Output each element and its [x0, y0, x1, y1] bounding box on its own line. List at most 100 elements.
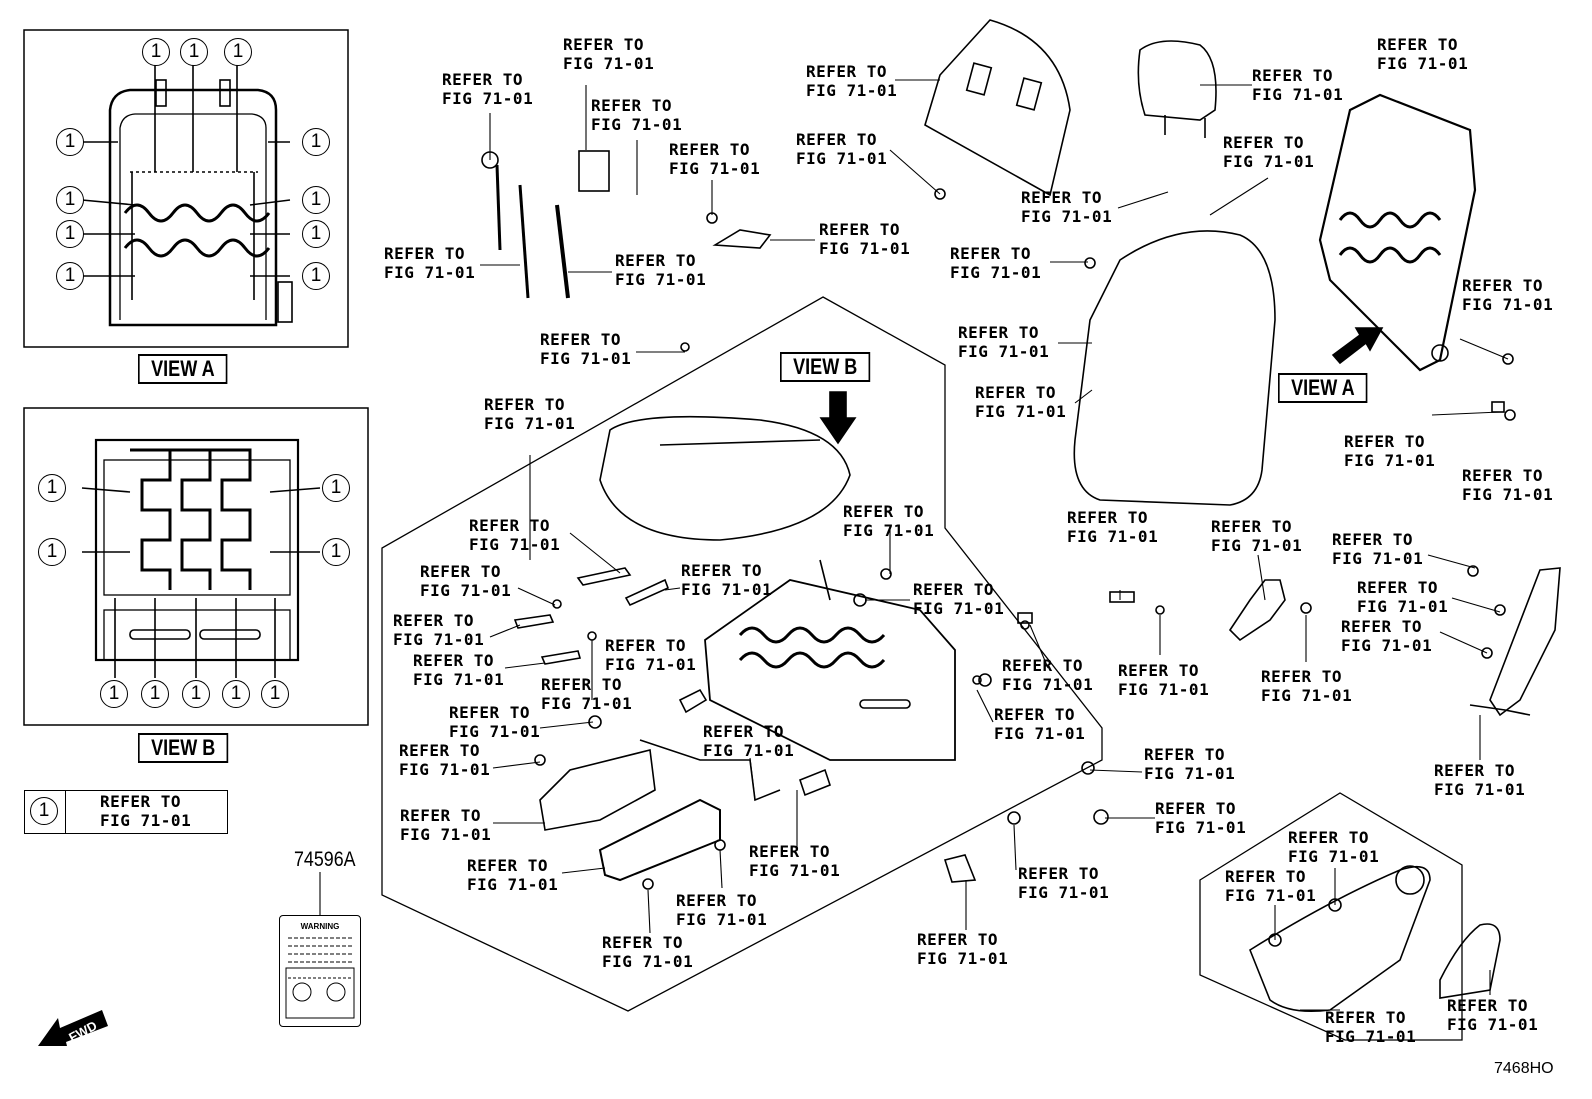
- callout: REFER TO FIG 71-01: [605, 636, 697, 674]
- ref-marker: 1: [302, 262, 330, 290]
- ref-marker: 1: [302, 186, 330, 214]
- seat-back-frame: [1318, 93, 1477, 372]
- callout: REFER TO FIG 71-01: [1223, 133, 1315, 171]
- view-a-inset: [23, 29, 349, 348]
- callout: REFER TO FIG 71-01: [1021, 188, 1113, 226]
- warning-label: WARNING: [279, 915, 361, 1027]
- seat-cushion-frame: [704, 559, 956, 761]
- callout: REFER TO FIG 71-01: [393, 611, 485, 649]
- ref-marker: 1: [261, 680, 289, 708]
- callout: REFER TO FIG 71-01: [469, 516, 561, 554]
- callout: REFER TO FIG 71-01: [819, 220, 911, 258]
- callout: REFER TO FIG 71-01: [1118, 661, 1210, 699]
- callout: REFER TO FIG 71-01: [1144, 745, 1236, 783]
- ref-marker: 1: [100, 680, 128, 708]
- callout: REFER TO FIG 71-01: [484, 395, 576, 433]
- ref-marker: 1: [180, 38, 208, 66]
- callout: REFER TO FIG 71-01: [591, 96, 683, 134]
- legend-marker: 1: [30, 797, 58, 825]
- ref-marker: 1: [182, 680, 210, 708]
- callout: REFER TO FIG 71-01: [913, 580, 1005, 618]
- callout: REFER TO FIG 71-01: [1341, 617, 1433, 655]
- ref-marker: 1: [224, 38, 252, 66]
- callout: REFER TO FIG 71-01: [541, 675, 633, 713]
- callout: REFER TO FIG 71-01: [975, 383, 1067, 421]
- callout: REFER TO FIG 71-01: [1225, 867, 1317, 905]
- callout: REFER TO FIG 71-01: [1357, 578, 1449, 616]
- recliner-group-outline: [1199, 792, 1463, 1041]
- callout: REFER TO FIG 71-01: [1344, 432, 1436, 470]
- callout: REFER TO FIG 71-01: [442, 70, 534, 108]
- callout: REFER TO FIG 71-01: [1067, 508, 1159, 546]
- view-a-arrow: [1331, 327, 1384, 365]
- ref-marker: 1: [56, 220, 84, 248]
- callout: REFER TO FIG 71-01: [413, 651, 505, 689]
- callout: REFER TO FIG 71-01: [540, 330, 632, 368]
- cushion-group-outline: [381, 296, 1103, 1012]
- callout: REFER TO FIG 71-01: [950, 244, 1042, 282]
- callout: REFER TO FIG 71-01: [1332, 530, 1424, 568]
- view-a-label: VIEW A: [138, 354, 228, 384]
- ref-marker: 1: [38, 538, 66, 566]
- ref-marker: 1: [322, 474, 350, 502]
- callout: REFER TO FIG 71-01: [806, 62, 898, 100]
- callout: REFER TO FIG 71-01: [1261, 667, 1353, 705]
- callout: REFER TO FIG 71-01: [400, 806, 492, 844]
- callout: REFER TO FIG 71-01: [796, 130, 888, 168]
- callout: REFER TO FIG 71-01: [917, 930, 1009, 968]
- callout: REFER TO FIG 71-01: [1462, 466, 1554, 504]
- headrest: [1137, 40, 1217, 121]
- ref-marker: 1: [38, 474, 66, 502]
- callout: REFER TO FIG 71-01: [1211, 517, 1303, 555]
- ref-marker: 1: [302, 128, 330, 156]
- callout: REFER TO FIG 71-01: [384, 244, 476, 282]
- legend-text: REFER TO FIG 71-01: [100, 792, 192, 830]
- back-board: [924, 19, 1071, 197]
- view-b-label: VIEW B: [138, 733, 229, 763]
- callout: REFER TO FIG 71-01: [958, 323, 1050, 361]
- view-b-arrow: [819, 391, 857, 445]
- callout: REFER TO FIG 71-01: [563, 35, 655, 73]
- callout: REFER TO FIG 71-01: [1018, 864, 1110, 902]
- ref-marker: 1: [141, 680, 169, 708]
- callout: REFER TO FIG 71-01: [449, 703, 541, 741]
- ref-marker: 1: [56, 128, 84, 156]
- callout: REFER TO FIG 71-01: [1252, 66, 1344, 104]
- fwd-arrow-icon: [38, 1010, 108, 1050]
- callout: REFER TO FIG 71-01: [467, 856, 559, 894]
- legend-box: [24, 790, 228, 834]
- warning-label-art: [285, 937, 355, 1019]
- view-a-reference: VIEW A: [1278, 373, 1368, 403]
- figure-id: 7468HO: [1494, 1060, 1554, 1077]
- recliner-knob: [1439, 923, 1501, 999]
- callout: REFER TO FIG 71-01: [1447, 996, 1539, 1034]
- callout: REFER TO FIG 71-01: [602, 933, 694, 971]
- forward-direction-arrow: FWD: [38, 1010, 108, 1050]
- view-b-reference: VIEW B: [780, 352, 871, 382]
- callout: REFER TO FIG 71-01: [1377, 35, 1469, 73]
- ref-marker: 1: [142, 38, 170, 66]
- warning-label-title: WARNING: [300, 922, 340, 931]
- callout: REFER TO FIG 71-01: [676, 891, 768, 929]
- ref-marker: 1: [222, 680, 250, 708]
- callout: REFER TO FIG 71-01: [1288, 828, 1380, 866]
- callout: REFER TO FIG 71-01: [399, 741, 491, 779]
- callout: REFER TO FIG 71-01: [615, 251, 707, 289]
- ref-marker: 1: [56, 262, 84, 290]
- callout: REFER TO FIG 71-01: [1462, 276, 1554, 314]
- callout: REFER TO FIG 71-01: [1434, 761, 1526, 799]
- ref-marker: 1: [302, 220, 330, 248]
- callout: REFER TO FIG 71-01: [1002, 656, 1094, 694]
- callout: REFER TO FIG 71-01: [749, 842, 841, 880]
- callout: REFER TO FIG 71-01: [703, 722, 795, 760]
- callout: REFER TO FIG 71-01: [843, 502, 935, 540]
- callout: REFER TO FIG 71-01: [994, 705, 1086, 743]
- side-garnish: [1489, 567, 1561, 717]
- seat-back-pad: [1073, 230, 1276, 506]
- legend-cell: [25, 791, 66, 833]
- callout: REFER TO FIG 71-01: [681, 561, 773, 599]
- ref-marker: 1: [56, 186, 84, 214]
- ref-marker: 1: [322, 538, 350, 566]
